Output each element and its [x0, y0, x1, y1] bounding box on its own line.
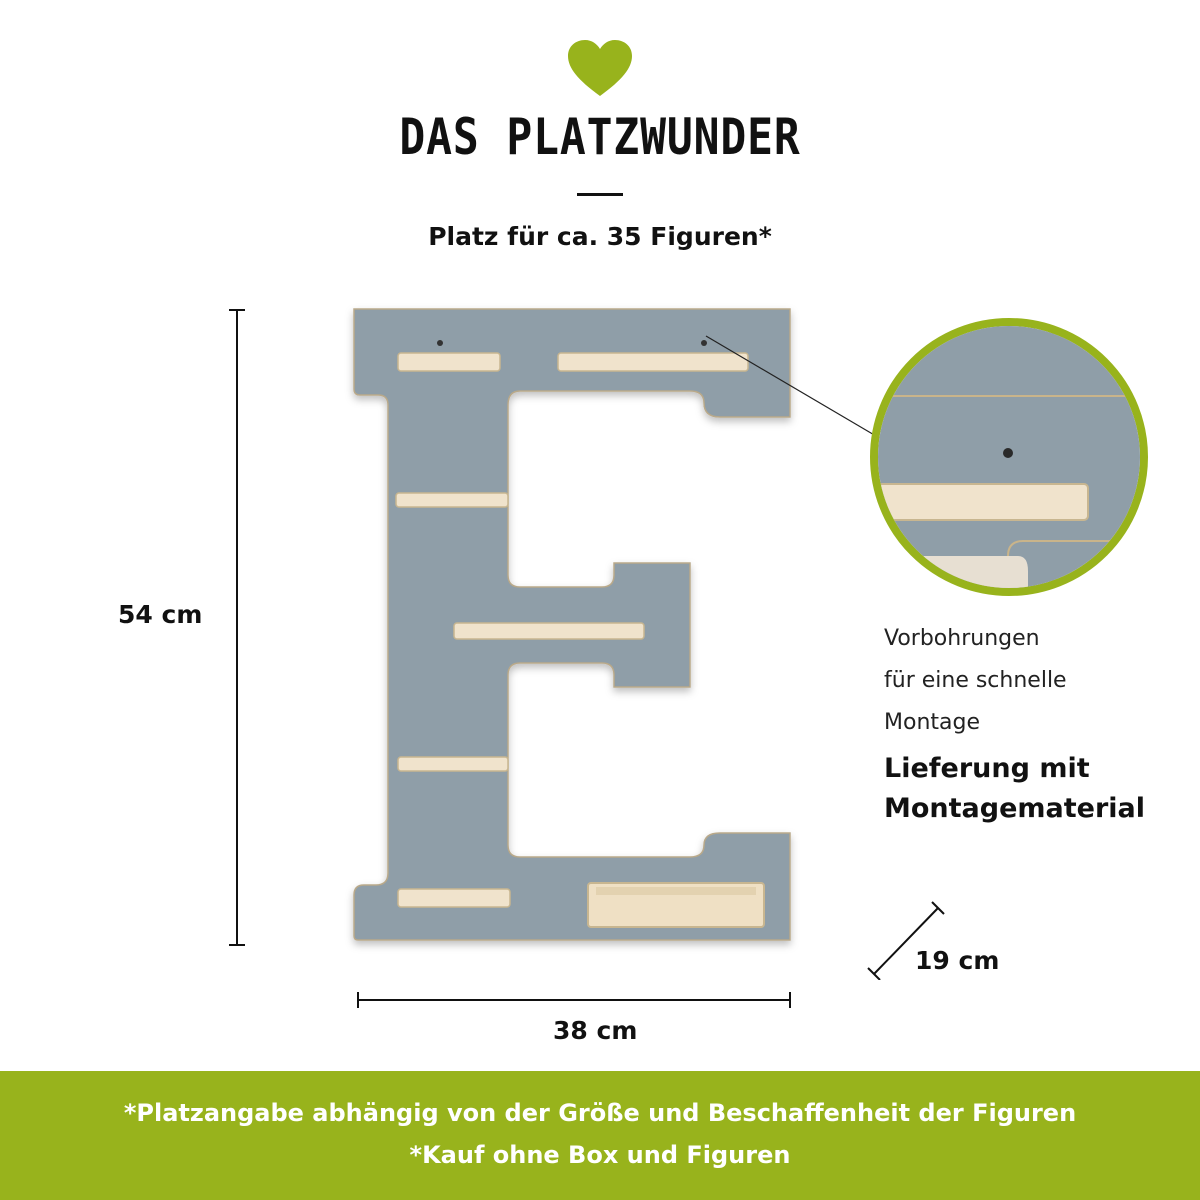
wood-ledge — [397, 352, 501, 372]
title-divider — [577, 193, 623, 196]
height-label: 54 cm — [118, 600, 203, 629]
wood-ledge — [557, 352, 749, 372]
page-title: DAS PLATZWUNDER — [399, 108, 801, 166]
pre-drill-note: Vorbohrungen für eine schnelle Montage — [884, 618, 1067, 744]
pre-drilled-hole — [437, 340, 443, 346]
delivery-note: Lieferung mit Montagematerial — [884, 749, 1145, 829]
depth-label: 19 cm — [915, 946, 1000, 975]
pre-drilled-hole — [701, 340, 707, 346]
zoom-detail-circle — [870, 318, 1148, 596]
heart-icon — [568, 40, 632, 96]
delivery-line: Montagematerial — [884, 793, 1146, 824]
note-line: Vorbohrungen — [884, 626, 1040, 651]
footer-line-1: *Platzangabe abhängig von der Größe und … — [123, 1099, 1077, 1127]
delivery-line: Lieferung mit — [884, 753, 1090, 784]
wood-ledge-zoom — [878, 483, 1089, 521]
depth-dimension-line — [867, 901, 945, 980]
width-dimension-line — [358, 999, 790, 1001]
height-dimension-cap-bottom — [229, 944, 245, 946]
note-line: für eine schnelle — [884, 668, 1067, 693]
letter-e-shelf — [353, 308, 791, 941]
page-subtitle: Platz für ca. 35 Figuren* — [428, 222, 772, 251]
note-line: Montage — [884, 710, 980, 735]
wood-ledge — [397, 756, 509, 772]
wood-ledge — [397, 888, 511, 908]
width-label: 38 cm — [553, 1016, 638, 1045]
wood-ledge — [453, 622, 645, 640]
zoom-leader-line — [705, 335, 877, 437]
footer-line-2: *Kauf ohne Box und Figuren — [409, 1141, 791, 1169]
width-dimension-cap-left — [357, 992, 359, 1008]
height-dimension-line — [236, 310, 238, 946]
height-dimension-cap-top — [229, 309, 245, 311]
pre-drilled-hole-zoom — [1003, 448, 1013, 458]
wood-ledge — [395, 492, 509, 508]
width-dimension-cap-right — [789, 992, 791, 1008]
footer-banner: *Platzangabe abhängig von der Größe und … — [0, 1071, 1200, 1200]
